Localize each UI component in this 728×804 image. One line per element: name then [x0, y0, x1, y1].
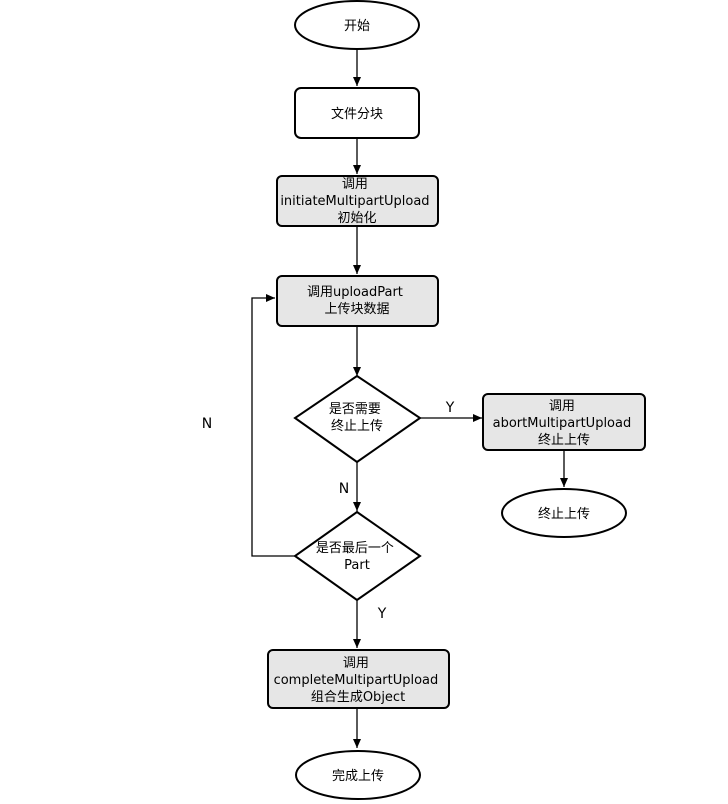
node-start-line-0: 开始	[344, 19, 370, 34]
node-end-line-0: 完成上传	[332, 769, 384, 784]
process-shape	[276, 275, 439, 327]
svg-text:是否最后一个 Part: 是否最后一个 Part	[316, 541, 398, 573]
node-complete-line-2: 组合生成Object	[311, 690, 405, 705]
node-split: 文件分块	[294, 87, 420, 139]
node-end: 完成上传	[295, 750, 421, 800]
node-abort-line-0: 调用	[549, 399, 575, 414]
node-abort: 调用 abortMultipartUpload 终止上传	[482, 393, 646, 451]
node-last-part: 是否最后一个 Part	[293, 510, 422, 602]
edges	[251, 48, 568, 748]
node-abort-end: 终止上传	[501, 488, 627, 538]
svg-text:调用uploadPart 上传块数据: 调用uploadPart 上传块数据	[307, 285, 407, 317]
svg-text:开始: 开始	[344, 19, 370, 34]
node-init-line-1: initiateMultipartUpload	[280, 194, 429, 209]
node-need-abort-line-0: 是否需要	[329, 402, 381, 417]
node-upload: 调用uploadPart 上传块数据	[276, 275, 439, 327]
node-abort-line-1: abortMultipartUpload	[493, 416, 632, 431]
node-upload-line-1: 上传块数据	[324, 302, 389, 317]
node-init-line-0: 调用	[342, 177, 368, 192]
node-last-part-line-0: 是否最后一个	[316, 541, 394, 556]
svg-text:调用 abortMultipartUpload: 调用 abortMultipartUpload 终止上传	[493, 399, 636, 448]
node-start: 开始	[294, 0, 420, 50]
terminal-shape	[295, 750, 421, 800]
svg-text:是否需要 终止上传: 是否需要 终止上传	[329, 402, 385, 434]
node-abort-line-2: 终止上传	[538, 432, 590, 448]
svg-text:调用 completeMultipartUplo: 调用 completeMultipartUpload 组合生成Object	[274, 656, 443, 705]
node-init-line-2: 初始化	[337, 211, 376, 226]
node-complete: 调用 completeMultipartUpload 组合生成Object	[267, 649, 450, 709]
node-last-part-line-1: Part	[344, 558, 370, 573]
node-need-abort: 是否需要 终止上传	[293, 374, 422, 464]
svg-text:调用 initiateMultipartUplo: 调用 initiateMultipartUpload 初始化	[280, 177, 433, 226]
process-shape	[294, 87, 420, 139]
terminal-shape	[294, 0, 420, 50]
edge-label-abort-no: N	[339, 481, 349, 497]
edge-label-last-yes: Y	[377, 606, 387, 622]
edge-label-abort-yes: Y	[445, 400, 455, 416]
decision-shape	[293, 510, 422, 602]
node-init: 调用 initiateMultipartUpload 初始化	[276, 175, 439, 227]
terminal-shape	[501, 488, 627, 538]
svg-text:完成上传: 完成上传	[332, 769, 384, 784]
decision-shape	[293, 374, 422, 464]
process-shape	[276, 175, 439, 227]
node-complete-line-0: 调用	[343, 656, 369, 671]
node-abort-end-line-0: 终止上传	[538, 506, 590, 522]
node-split-line-0: 文件分块	[331, 107, 383, 122]
svg-text:文件分块: 文件分块	[331, 107, 383, 122]
node-upload-line-0: 调用uploadPart	[307, 285, 403, 300]
edge-loop-back	[251, 294, 295, 557]
process-shape	[267, 649, 450, 709]
edge-label-loop-no: N	[202, 416, 212, 432]
svg-text:终止上传: 终止上传	[538, 506, 590, 522]
process-shape	[482, 393, 646, 451]
node-complete-line-1: completeMultipartUpload	[274, 673, 439, 688]
node-need-abort-line-1: 终止上传	[331, 418, 383, 434]
